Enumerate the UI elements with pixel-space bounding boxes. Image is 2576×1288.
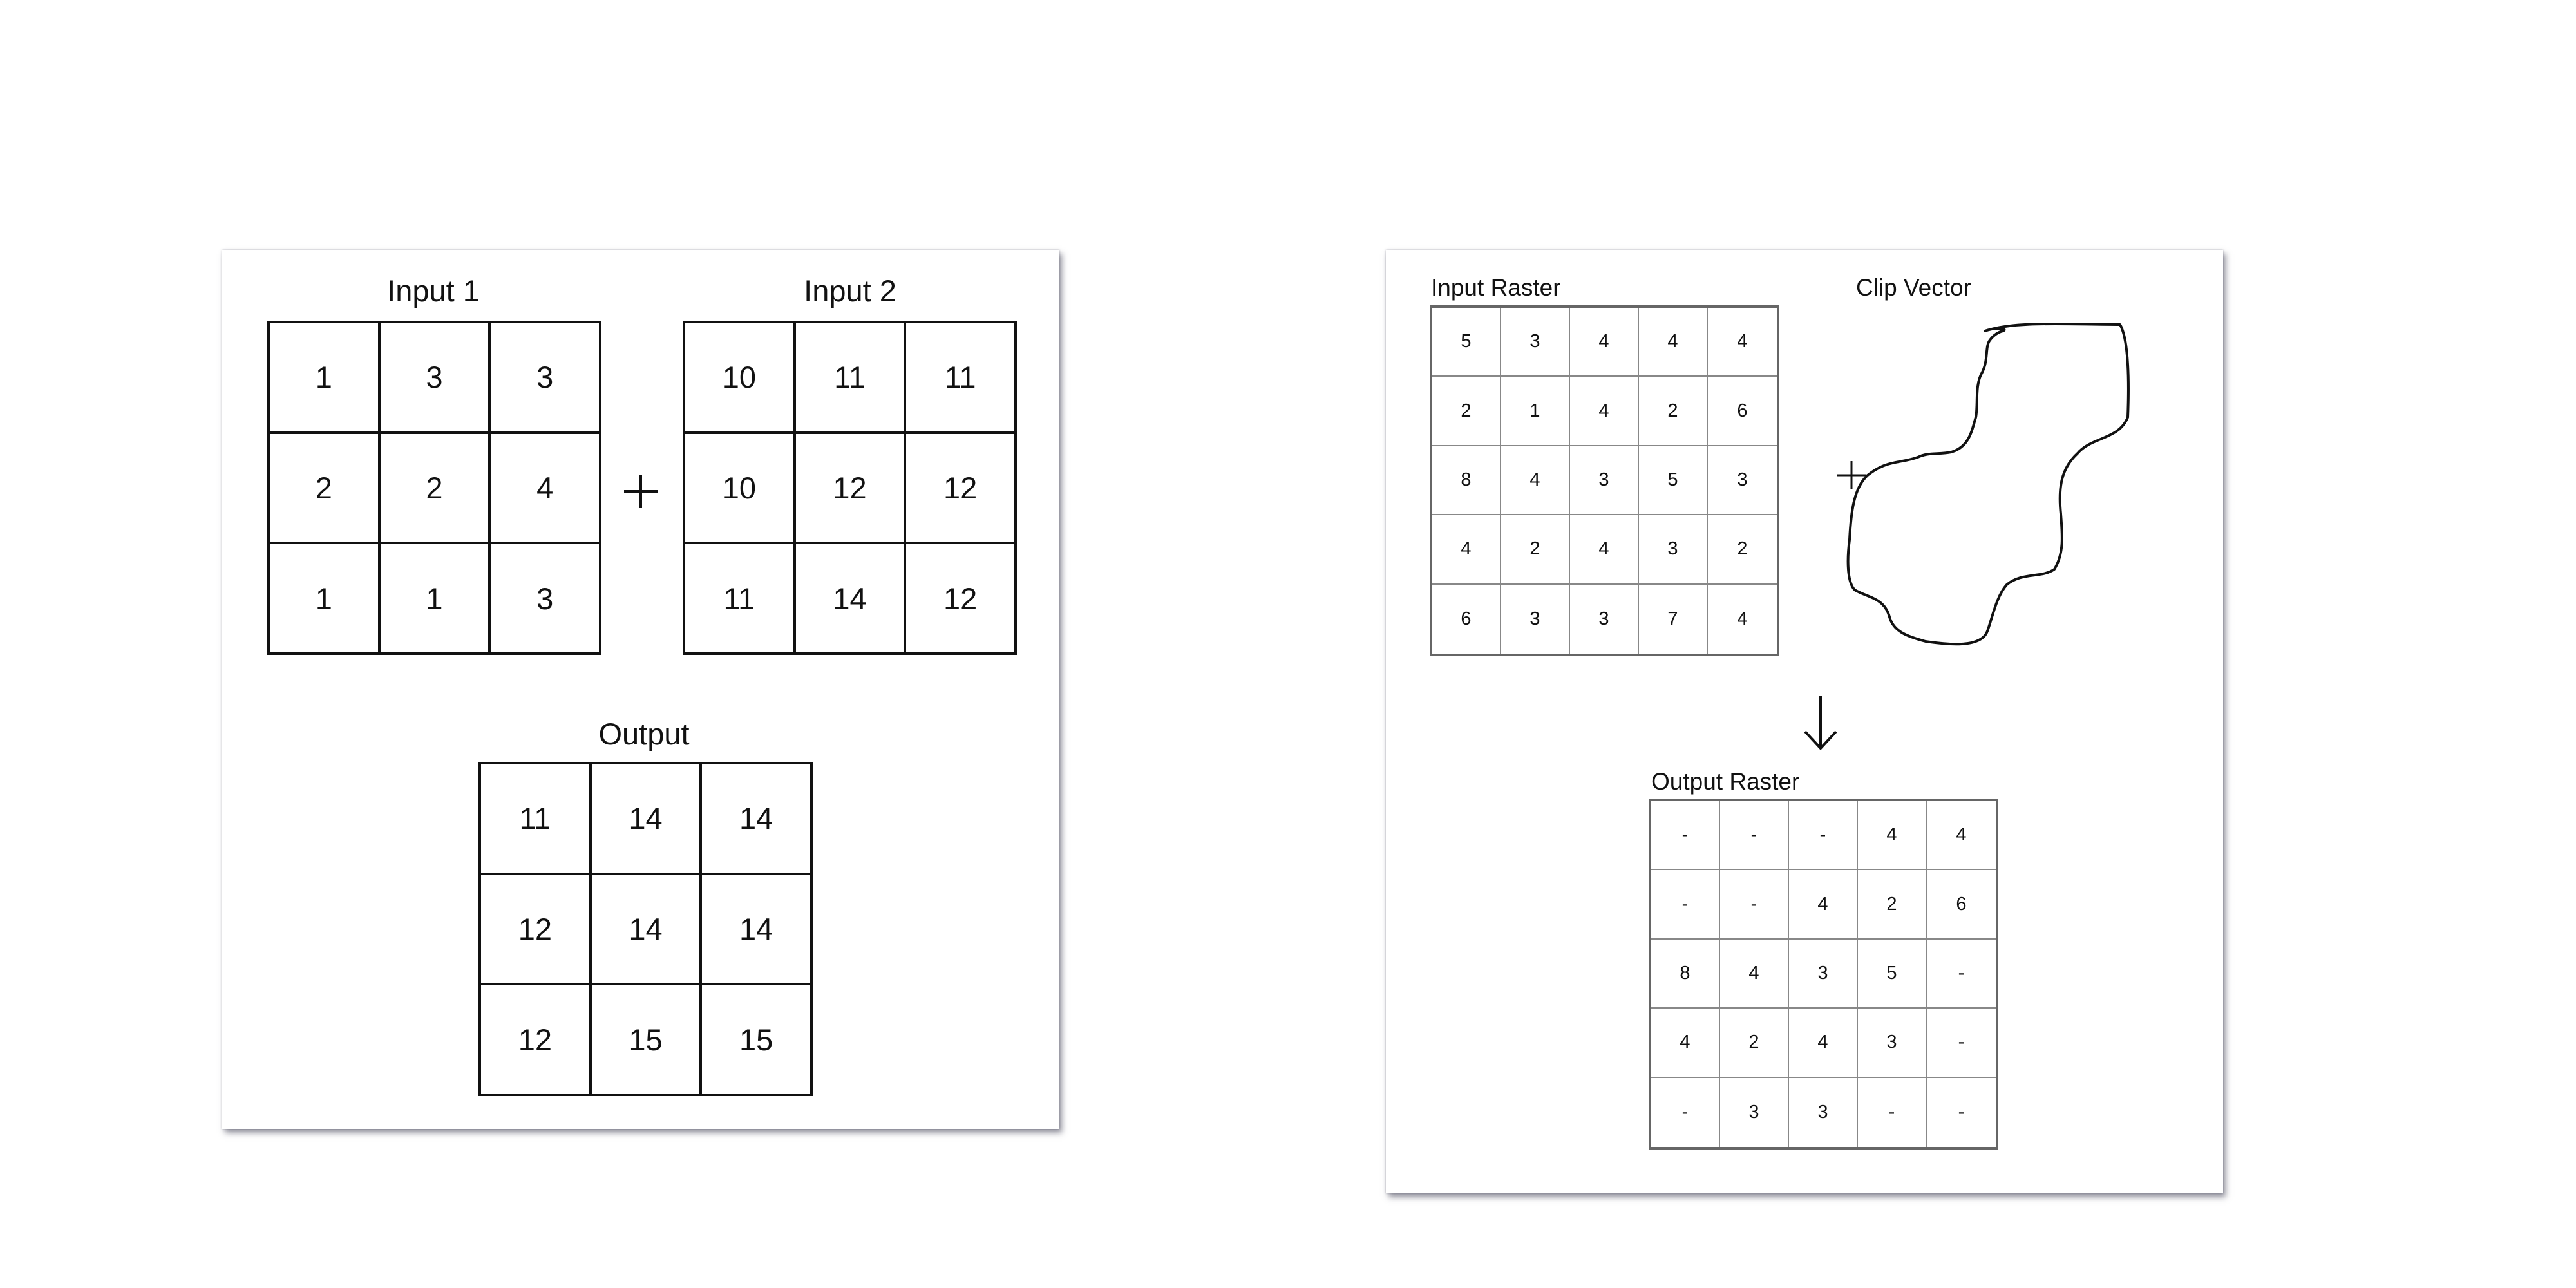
grid-cell: 11 <box>481 764 592 875</box>
input2-title: Input 2 <box>804 274 896 308</box>
grid-cell: 4 <box>1570 308 1639 377</box>
clip-vector-title: Clip Vector <box>1856 274 1971 301</box>
input-raster-title: Input Raster <box>1431 274 1561 301</box>
grid-cell: 12 <box>906 433 1017 545</box>
grid-cell: 4 <box>1927 801 1996 871</box>
grid-cell: 2 <box>1432 377 1501 446</box>
grid-cell: 5 <box>1432 308 1501 377</box>
grid-cell: 10 <box>685 323 796 434</box>
grid-cell: 10 <box>685 433 796 545</box>
grid-cell: 4 <box>1789 870 1858 940</box>
grid-cell: 14 <box>702 764 813 875</box>
grid-cell: 4 <box>1858 801 1927 871</box>
grid-cell: - <box>1651 801 1720 871</box>
grid-cell: 3 <box>491 544 601 655</box>
input1-title: Input 1 <box>387 274 480 308</box>
grid-cell: 5 <box>1639 446 1708 516</box>
grid-cell: 1 <box>270 323 381 434</box>
grid-cell: 8 <box>1651 939 1720 1009</box>
grid-cell: 4 <box>1501 446 1570 516</box>
grid-cell: 4 <box>1570 515 1639 585</box>
grid-cell: 3 <box>1570 584 1639 654</box>
grid-cell: - <box>1720 801 1789 871</box>
grid-cell: 4 <box>1651 1009 1720 1078</box>
grid-cell: 3 <box>1720 1077 1789 1147</box>
grid-cell: - <box>1927 940 1996 1009</box>
grid-cell: 3 <box>1858 1009 1927 1078</box>
grid-cell: 14 <box>591 764 703 875</box>
grid-cell: 4 <box>1720 939 1789 1009</box>
output-raster-title: Output Raster <box>1651 768 1800 795</box>
grid-cell: 12 <box>795 433 907 545</box>
down-arrow-icon <box>1804 696 1837 750</box>
grid-cell: 6 <box>1432 584 1501 654</box>
grid-cell: 2 <box>1639 377 1708 446</box>
grid-cell: 2 <box>1720 1009 1789 1078</box>
grid-cell: 2 <box>270 433 381 545</box>
grid-cell: 2 <box>380 433 491 545</box>
grid-cell: 11 <box>906 323 1017 434</box>
grid-cell: 6 <box>1708 377 1777 446</box>
grid-cell: - <box>1651 1077 1720 1147</box>
grid-cell: 14 <box>795 544 907 655</box>
grid-cell: 4 <box>491 433 601 545</box>
grid-cell: 4 <box>1639 308 1708 377</box>
plus-icon <box>1837 461 1866 489</box>
grid-cell: - <box>1720 870 1789 940</box>
clip-vector-shape <box>1846 322 2130 646</box>
plus-icon <box>624 475 658 508</box>
grid-cell: 11 <box>795 323 907 434</box>
output-title: Output <box>598 717 690 751</box>
grid-cell: 7 <box>1639 584 1708 654</box>
grid-cell: - <box>1927 1009 1996 1078</box>
grid-cell: 3 <box>1501 308 1570 377</box>
grid-cell: 3 <box>1639 515 1708 585</box>
grid-cell: 3 <box>1570 446 1639 516</box>
grid-cell: 6 <box>1927 870 1996 940</box>
grid-cell: 4 <box>1789 1009 1858 1078</box>
grid-cell: 4 <box>1432 515 1501 585</box>
grid-cell: 14 <box>591 875 703 986</box>
grid-cell: 5 <box>1858 939 1927 1009</box>
grid-cell: 1 <box>270 544 381 655</box>
grid-cell: - <box>1651 870 1720 940</box>
grid-cell: 3 <box>1789 1077 1858 1147</box>
grid-cell: 3 <box>380 323 491 434</box>
grid-cell: - <box>1789 801 1858 871</box>
grid-cell: - <box>1858 1077 1927 1147</box>
grid-cell: 4 <box>1708 308 1777 377</box>
grid-cell: 8 <box>1432 446 1501 516</box>
grid-cell: 4 <box>1737 608 1748 629</box>
grid-cell: 15 <box>591 985 703 1096</box>
grid-cell: 12 <box>906 544 1017 655</box>
grid-cell: 1 <box>1501 377 1570 446</box>
grid-cell: 2 <box>1858 870 1927 940</box>
grid-cell: 3 <box>1501 584 1570 654</box>
grid-cell: 2 <box>1708 515 1777 585</box>
grid-cell: - <box>1958 1101 1965 1122</box>
grid-cell: 12 <box>481 875 592 986</box>
grid-cell: 14 <box>702 875 813 986</box>
grid-cell: 15 <box>702 985 813 1096</box>
grid-cell: 3 <box>1789 939 1858 1009</box>
grid-cell: 11 <box>685 544 796 655</box>
grid-cell: 3 <box>491 323 601 434</box>
grid-cell: 1 <box>380 544 491 655</box>
grid-cell: 3 <box>1708 446 1777 516</box>
grid-cell: 12 <box>481 985 592 1096</box>
grid-cell: 2 <box>1501 515 1570 585</box>
grid-cell: 4 <box>1570 377 1639 446</box>
